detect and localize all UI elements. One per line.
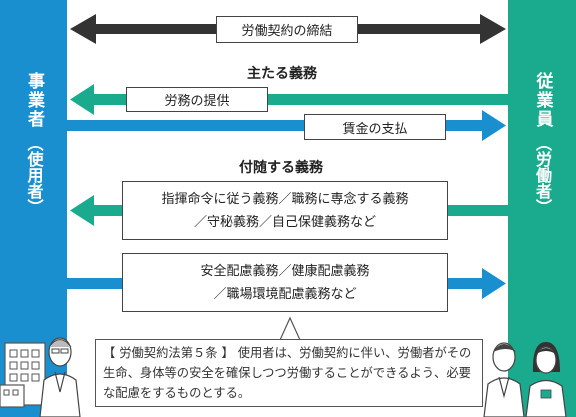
wage-payment-box: 賃金の支払 (304, 114, 446, 140)
employee-label: 従業員 (532, 72, 553, 129)
contract-label-box: 労働契約の締結 (216, 16, 358, 43)
labor-provision-arrow (70, 84, 508, 115)
law-note: 【 労働契約法第５条 】 使用者は、労働契約に伴い、労働者がその生命、身体等の安… (95, 339, 483, 407)
employer-label: 事業者 (24, 72, 44, 129)
employer-duties-box: 安全配慮義務／健康配慮義務 ／職場環境配慮義務など (122, 253, 448, 312)
labor-provision-label: 労務の提供 (164, 94, 230, 109)
employee-duties-line2: ／守秘義務／自己保健義務など (193, 214, 376, 230)
main-duties-heading: 主たる義務 (247, 66, 317, 82)
employee-duties-box: 指揮命令に従う義務／職務に専念する義務 ／守秘義務／自己保健義務など (122, 181, 448, 240)
building-icon (0, 342, 46, 408)
law-note-text: 【 労働契約法第５条 】 使用者は、労働契約に伴い、労働者がその生命、身体等の安… (103, 346, 472, 400)
employee-pillar: 従業員 （労働者） (508, 0, 576, 417)
employee-paren-label: （労働者） (533, 135, 552, 215)
employer-person-icon (39, 337, 81, 417)
note-pointer (279, 316, 301, 342)
employer-duties-line1: 安全配慮義務／健康配慮義務 (200, 263, 370, 279)
incidental-duties-heading: 付随する義務 (239, 160, 323, 176)
employer-duties-line2: ／職場環境配慮義務など (213, 286, 357, 302)
wage-payment-arrow (67, 110, 506, 141)
employee-woman-icon (525, 342, 567, 417)
employee-duties-line1: 指揮命令に従う義務／職務に専念する義務 (161, 191, 409, 207)
wage-payment-label: 賃金の支払 (342, 121, 408, 137)
labor-provision-box: 労務の提供 (126, 87, 268, 112)
employer-paren-label: （使用者） (24, 135, 44, 215)
contract-label: 労働契約の締結 (241, 24, 333, 39)
employee-man-icon (483, 342, 525, 417)
